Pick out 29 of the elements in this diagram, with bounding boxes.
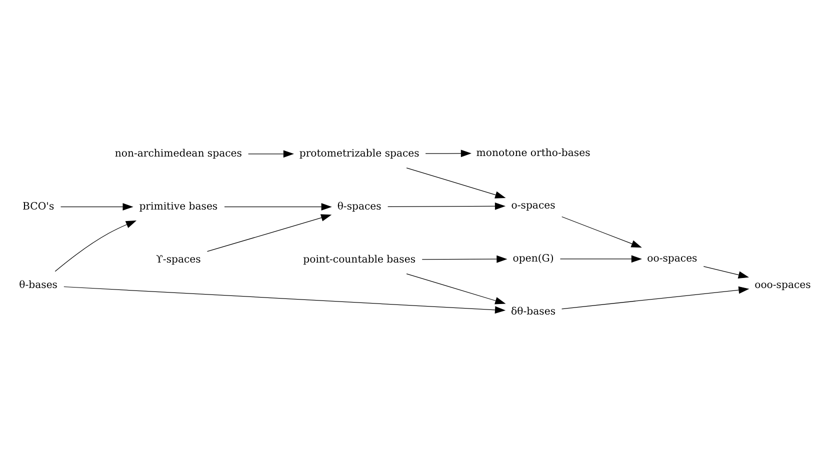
arrow bbox=[388, 202, 506, 210]
node-text: ϒ-spaces bbox=[156, 254, 201, 265]
node-text: non-archimedean spaces bbox=[114, 148, 242, 160]
arrow bbox=[425, 149, 472, 157]
arrow bbox=[561, 286, 750, 309]
node-text: point-countable bases bbox=[303, 254, 416, 265]
node-text: BCO's bbox=[22, 200, 54, 212]
arrow bbox=[406, 167, 506, 198]
arrow bbox=[248, 150, 294, 158]
arrow bbox=[54, 220, 137, 272]
arrow bbox=[562, 216, 642, 248]
node-text: oo-spaces bbox=[647, 253, 698, 264]
arrow bbox=[60, 202, 134, 210]
arrow bbox=[406, 272, 506, 304]
node-text: open(G) bbox=[512, 253, 554, 264]
node-text: ooo-spaces bbox=[754, 280, 811, 291]
node-text: primitive bases bbox=[139, 200, 218, 212]
arrow bbox=[703, 266, 749, 278]
arrow bbox=[206, 214, 332, 252]
arrow bbox=[422, 254, 508, 262]
node-text: θ-spaces bbox=[337, 200, 382, 212]
node-text: θ-bases bbox=[19, 280, 58, 291]
node-text: monotone ortho-bases bbox=[476, 147, 590, 158]
node-text: protometrizable spaces bbox=[299, 148, 420, 160]
arrow bbox=[224, 202, 332, 210]
arrow bbox=[560, 254, 642, 262]
arrow bbox=[64, 286, 506, 314]
node-text: o-spaces bbox=[511, 200, 556, 212]
node-text: δθ-bases bbox=[511, 306, 556, 318]
